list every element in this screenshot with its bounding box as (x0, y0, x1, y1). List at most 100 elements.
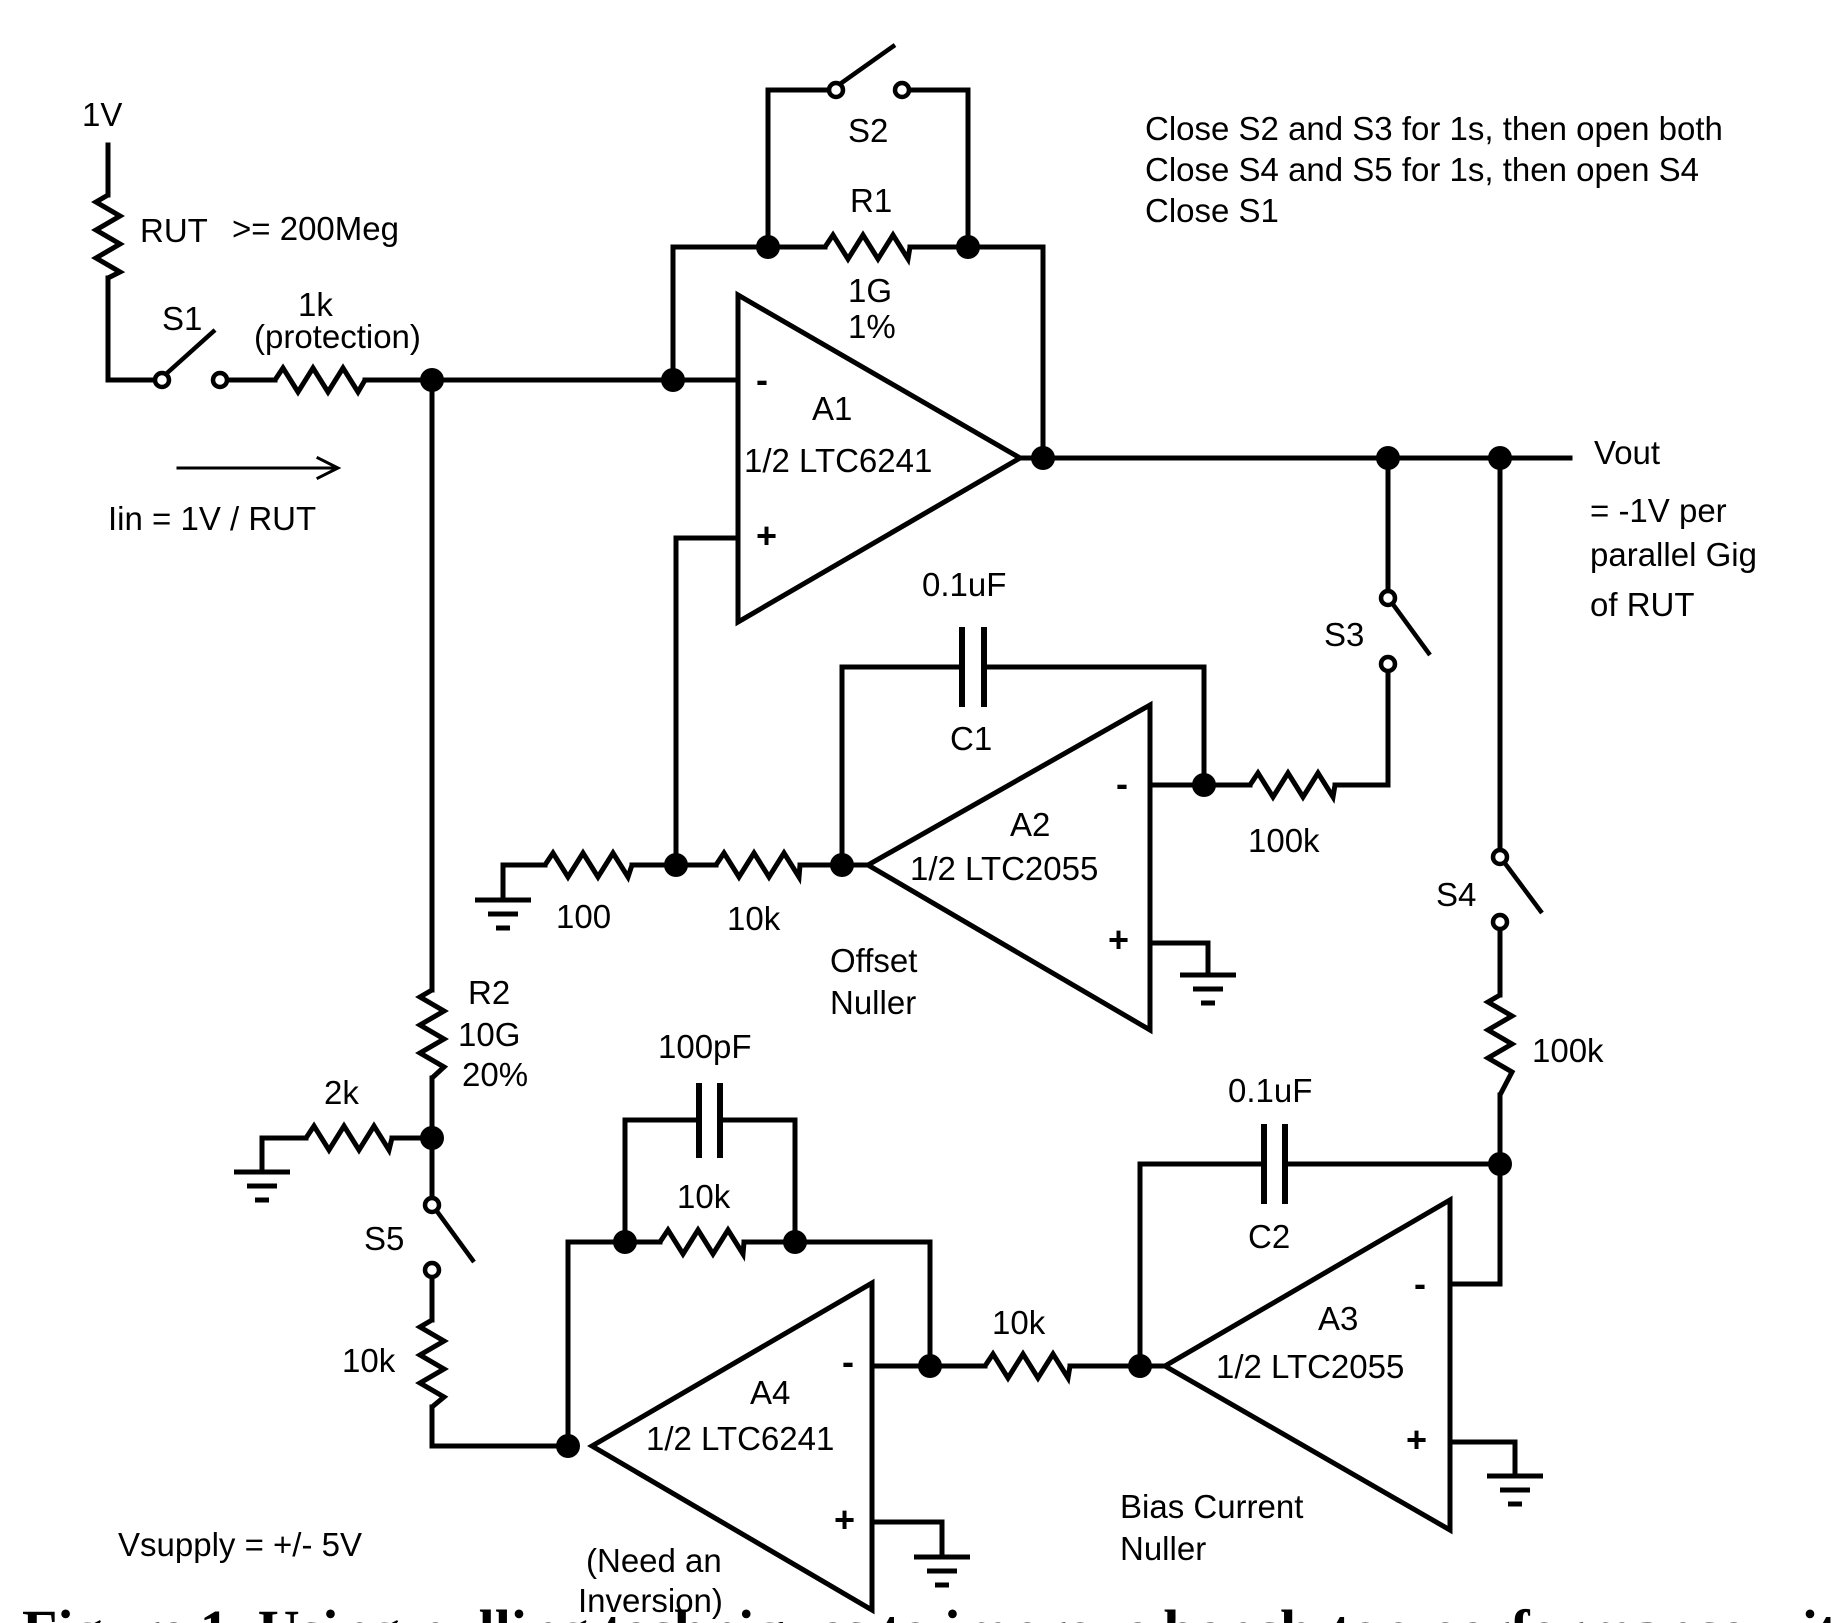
resistor-10k-a3-input (982, 1349, 1073, 1385)
label-a2-minus: - (1116, 763, 1128, 804)
label-s3: S3 (1324, 616, 1364, 653)
label-vout-desc-2: parallel Gig (1590, 536, 1757, 573)
label-r2-tolerance: 20% (462, 1056, 528, 1093)
label-100: 100 (556, 898, 611, 935)
switch-s4 (1490, 847, 1544, 932)
switches (152, 43, 1544, 1280)
label-r1-tolerance: 1% (848, 308, 896, 345)
capacitors (696, 627, 1288, 1204)
switch-s2 (826, 43, 912, 100)
label-100k-b: 100k (1532, 1032, 1604, 1069)
label-s5: S5 (364, 1220, 404, 1257)
label-s2: S2 (848, 112, 888, 149)
label-100k-a: 100k (1248, 822, 1320, 859)
resistor-10k-offset (713, 848, 803, 885)
label-a3-minus: - (1414, 1263, 1426, 1304)
resistor-1k-protection (272, 363, 368, 397)
label-a1-plus: + (756, 515, 777, 556)
label-100pf: 100pF (658, 1028, 752, 1065)
capacitor-c1 (959, 627, 987, 707)
label-a1: A1 (812, 390, 852, 427)
label-a2: A2 (1010, 806, 1050, 843)
label-c1: C1 (950, 720, 992, 757)
label-1v: 1V (82, 96, 122, 133)
ground-icon (1487, 1473, 1543, 1507)
label-a1-minus: - (756, 359, 768, 400)
resistor-r1 (822, 230, 913, 266)
label-need-2: Inversion) (578, 1582, 723, 1619)
label-a2-part: 1/2 LTC2055 (910, 850, 1098, 887)
label-protection: (protection) (254, 318, 421, 355)
label-a3: A3 (1318, 1300, 1358, 1337)
label-a1-part: 1/2 LTC6241 (744, 442, 932, 479)
label-a2-plus: + (1108, 919, 1129, 960)
resistor-100k-s4 (1483, 992, 1517, 1097)
label-s4: S4 (1436, 876, 1476, 913)
switch-s1 (152, 328, 230, 390)
ground-icon (475, 897, 531, 931)
label-vout-desc-1: = -1V per (1590, 492, 1727, 529)
ground-icon (1180, 972, 1236, 1006)
label-vout: Vout (1594, 434, 1660, 471)
resistor-r2 (415, 987, 449, 1080)
label-vsupply: Vsupply = +/- 5V (118, 1526, 362, 1563)
resistor-rut (91, 192, 126, 281)
junctions (420, 235, 1512, 1458)
resistor-100k-s3 (1247, 768, 1338, 804)
label-r1-value: 1G (848, 272, 892, 309)
label-r2-value: 10G (458, 1016, 520, 1053)
figure-caption: Figure 1. Using nulling techniques to im… (22, 1598, 1833, 1623)
label-rut-spec: >= 200Meg (232, 210, 399, 247)
label-s1: S1 (162, 300, 202, 337)
label-c2-value: 0.1uF (1228, 1072, 1312, 1109)
label-iin: Iin = 1V / RUT (108, 500, 316, 537)
label-1k: 1k (298, 286, 333, 323)
label-a3-plus: + (1406, 1419, 1427, 1460)
ground-icon (234, 1169, 290, 1203)
label-10k-b: 10k (342, 1342, 396, 1379)
label-a4-part: 1/2 LTC6241 (646, 1420, 834, 1457)
label-r2: R2 (468, 974, 510, 1011)
opamp-a2 (862, 700, 1153, 1035)
label-10k-a: 10k (727, 900, 781, 937)
instruction-line-3: Close S1 (1145, 192, 1279, 229)
resistors (91, 192, 1517, 1409)
label-a4-minus: - (842, 1341, 854, 1382)
ground-icon (914, 1554, 970, 1588)
label-10k-d: 10k (992, 1304, 1046, 1341)
label-2k: 2k (324, 1074, 359, 1111)
switch-s5 (422, 1195, 476, 1280)
capacitor-c2 (1261, 1124, 1288, 1204)
opamp-a3 (1160, 1195, 1453, 1535)
opamp-a4 (587, 1278, 875, 1615)
label-c1-value: 0.1uF (922, 566, 1006, 603)
label-a4: A4 (750, 1374, 790, 1411)
label-a3-part: 1/2 LTC2055 (1216, 1348, 1404, 1385)
switch-s3 (1378, 588, 1432, 674)
label-bias-1: Bias Current (1120, 1488, 1303, 1525)
label-vout-desc-3: of RUT (1590, 586, 1695, 623)
resistor-2k (303, 1121, 395, 1157)
instruction-line-2: Close S4 and S5 for 1s, then open S4 (1145, 151, 1699, 188)
label-rut: RUT (140, 212, 208, 249)
resistor-10k-a4-feedback (657, 1225, 747, 1262)
resistor-10k-s5 (415, 1317, 449, 1409)
resistor-100 (542, 848, 635, 883)
wires (105, 87, 1573, 1560)
instruction-line-1: Close S2 and S3 for 1s, then open both (1145, 110, 1723, 147)
labels: 1V RUT >= 200Meg S1 1k (protection) Iin … (22, 96, 1833, 1623)
label-offset-1: Offset (830, 942, 917, 979)
label-a4-plus: + (834, 1499, 855, 1540)
label-c2: C2 (1248, 1218, 1290, 1255)
label-bias-2: Nuller (1120, 1530, 1206, 1567)
capacitor-100pf (696, 1083, 723, 1158)
label-need-1: (Need an (586, 1542, 722, 1579)
label-10k-c: 10k (677, 1178, 731, 1215)
opamp-a1 (735, 290, 1025, 627)
current-arrow-icon (176, 455, 342, 481)
label-r1: R1 (850, 182, 892, 219)
opamps (587, 290, 1453, 1615)
grounds (234, 897, 1543, 1588)
label-offset-2: Nuller (830, 984, 916, 1021)
